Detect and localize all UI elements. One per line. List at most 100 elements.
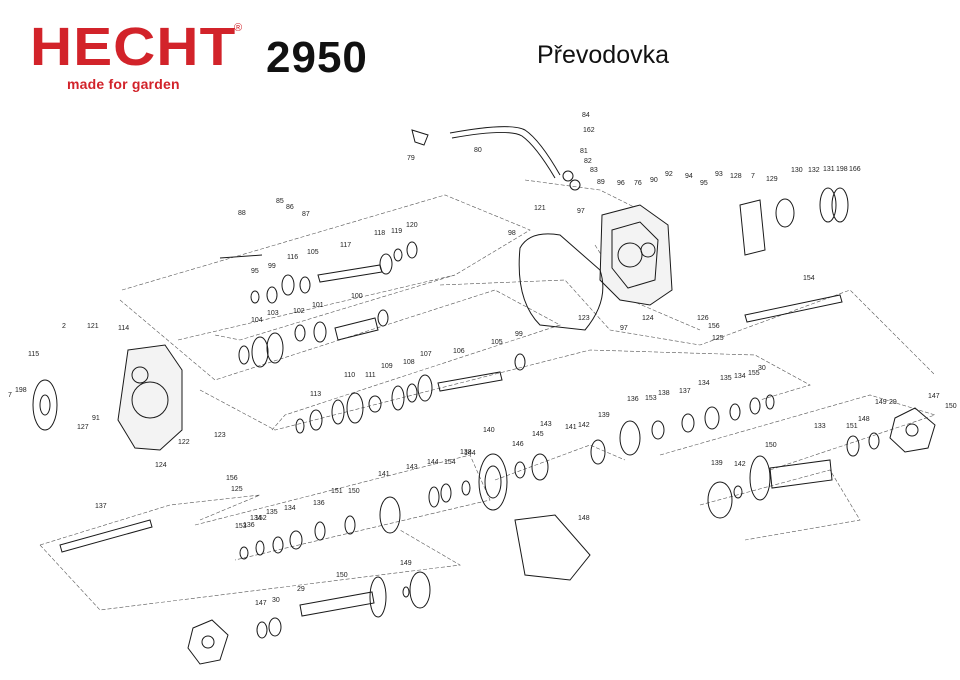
part-number-label: 139: [598, 412, 610, 419]
part-number-label: 29: [297, 586, 305, 593]
part-number-label: 105: [307, 249, 319, 256]
part-number-label: 107: [420, 351, 432, 358]
brand-tagline: made for garden: [67, 76, 180, 92]
part-number-label: 87: [302, 211, 310, 218]
part-number-label: 153: [235, 523, 247, 530]
part-number-label: 83: [590, 167, 598, 174]
part-number-label: 152: [255, 515, 267, 522]
part-number-label: 97: [620, 325, 628, 332]
parts-drawing: [32, 126, 936, 665]
part-number-label: 90: [650, 177, 658, 184]
part-number-label: 7: [8, 392, 12, 399]
part-number-label: 154: [444, 459, 456, 466]
part-number-label: 103: [267, 310, 279, 317]
part-number-label: 166: [849, 166, 861, 173]
part-number-label: 134: [284, 505, 296, 512]
part-number-label: 81: [580, 148, 588, 155]
part-number-label: 99: [268, 263, 276, 270]
part-number-label: 147: [255, 600, 267, 607]
registered-mark: ®: [234, 22, 243, 34]
part-number-label: 142: [734, 461, 746, 468]
part-number-label: 123: [578, 315, 590, 322]
part-number-label: 96: [617, 180, 625, 187]
part-number-label: 156: [708, 323, 720, 330]
page-title: Převodovka: [537, 41, 670, 69]
part-number-label: 154: [803, 275, 815, 282]
part-number-label: 155: [748, 370, 760, 377]
part-number-label: 129: [766, 176, 778, 183]
part-number-label: 130: [791, 167, 803, 174]
part-number-label: 133: [814, 423, 826, 430]
part-number-label: 146: [512, 441, 524, 448]
part-number-label: 30: [758, 365, 766, 372]
part-number-label: 113: [310, 391, 321, 398]
part-number-label: 149: [400, 560, 412, 567]
part-number-label: 131: [823, 166, 835, 173]
part-number-label: 134: [250, 515, 262, 522]
part-number-label: 97: [577, 208, 585, 215]
part-number-label: 135: [720, 375, 732, 382]
part-number-label: 138: [460, 449, 472, 456]
part-number-label: 95: [700, 180, 708, 187]
part-number-label: 101: [312, 302, 324, 309]
part-number-label: 91: [92, 415, 100, 422]
part-number-label: 198: [836, 166, 848, 173]
part-number-label: 2: [62, 323, 66, 330]
part-number-label: 89: [597, 179, 605, 186]
part-number-label: 115: [28, 351, 39, 358]
part-number-label: 110: [344, 372, 355, 379]
part-number-label: 85: [276, 198, 284, 205]
part-number-label: 120: [406, 222, 418, 229]
part-number-label: 136: [243, 522, 255, 529]
part-number-label: 93: [715, 171, 723, 178]
part-number-label: 88: [238, 210, 246, 217]
part-number-label: 84: [582, 112, 590, 119]
part-number-label: 117: [340, 242, 351, 249]
part-number-label: 151: [331, 488, 343, 495]
part-number-label: 135: [266, 509, 278, 516]
part-number-label: 114: [118, 325, 129, 332]
model-number: 2950: [266, 33, 368, 82]
part-number-label: 109: [381, 363, 393, 370]
part-number-label: 80: [474, 147, 482, 154]
part-number-label: 145: [532, 431, 544, 438]
part-number-label: 102: [293, 308, 305, 315]
part-number-label: 141: [378, 471, 390, 478]
part-number-label: 136: [313, 500, 325, 507]
part-number-label: 150: [348, 488, 360, 495]
part-number-label: 118: [374, 230, 385, 237]
part-number-label: 108: [403, 359, 415, 366]
part-number-label: 149: [875, 399, 887, 406]
part-number-label: 150: [765, 442, 777, 449]
part-number-label: 137: [679, 388, 691, 395]
part-number-label: 106: [453, 348, 465, 355]
part-number-label: 150: [336, 572, 348, 579]
part-number-label: 124: [642, 315, 654, 322]
part-number-label: 140: [483, 427, 495, 434]
part-number-label: 79: [407, 155, 415, 162]
part-number-label: 76: [634, 180, 642, 187]
part-number-label: 124: [155, 462, 167, 469]
part-number-label: 122: [178, 439, 190, 446]
part-number-label: 162: [583, 127, 595, 134]
part-number-label: 99: [515, 331, 523, 338]
part-number-label: 123: [214, 432, 226, 439]
part-number-label: 147: [928, 393, 940, 400]
part-number-label: 144: [464, 450, 476, 457]
part-number-label: 127: [77, 424, 89, 431]
part-number-label: 125: [231, 486, 243, 493]
part-number-label: 134: [698, 380, 710, 387]
part-number-label: 153: [645, 395, 657, 402]
part-number-label: 148: [858, 416, 870, 423]
part-number-label: 148: [578, 515, 590, 522]
part-number-label: 121: [534, 205, 546, 212]
part-number-label: 7: [751, 173, 755, 180]
part-number-label: 119: [391, 228, 402, 235]
part-number-label: 198: [15, 387, 27, 394]
part-number-label: 136: [627, 396, 639, 403]
part-number-label: 100: [351, 293, 363, 300]
part-number-label: 30: [272, 597, 280, 604]
part-number-label: 144: [427, 459, 439, 466]
part-number-label: 94: [685, 173, 693, 180]
part-number-label: 141: [565, 424, 577, 431]
